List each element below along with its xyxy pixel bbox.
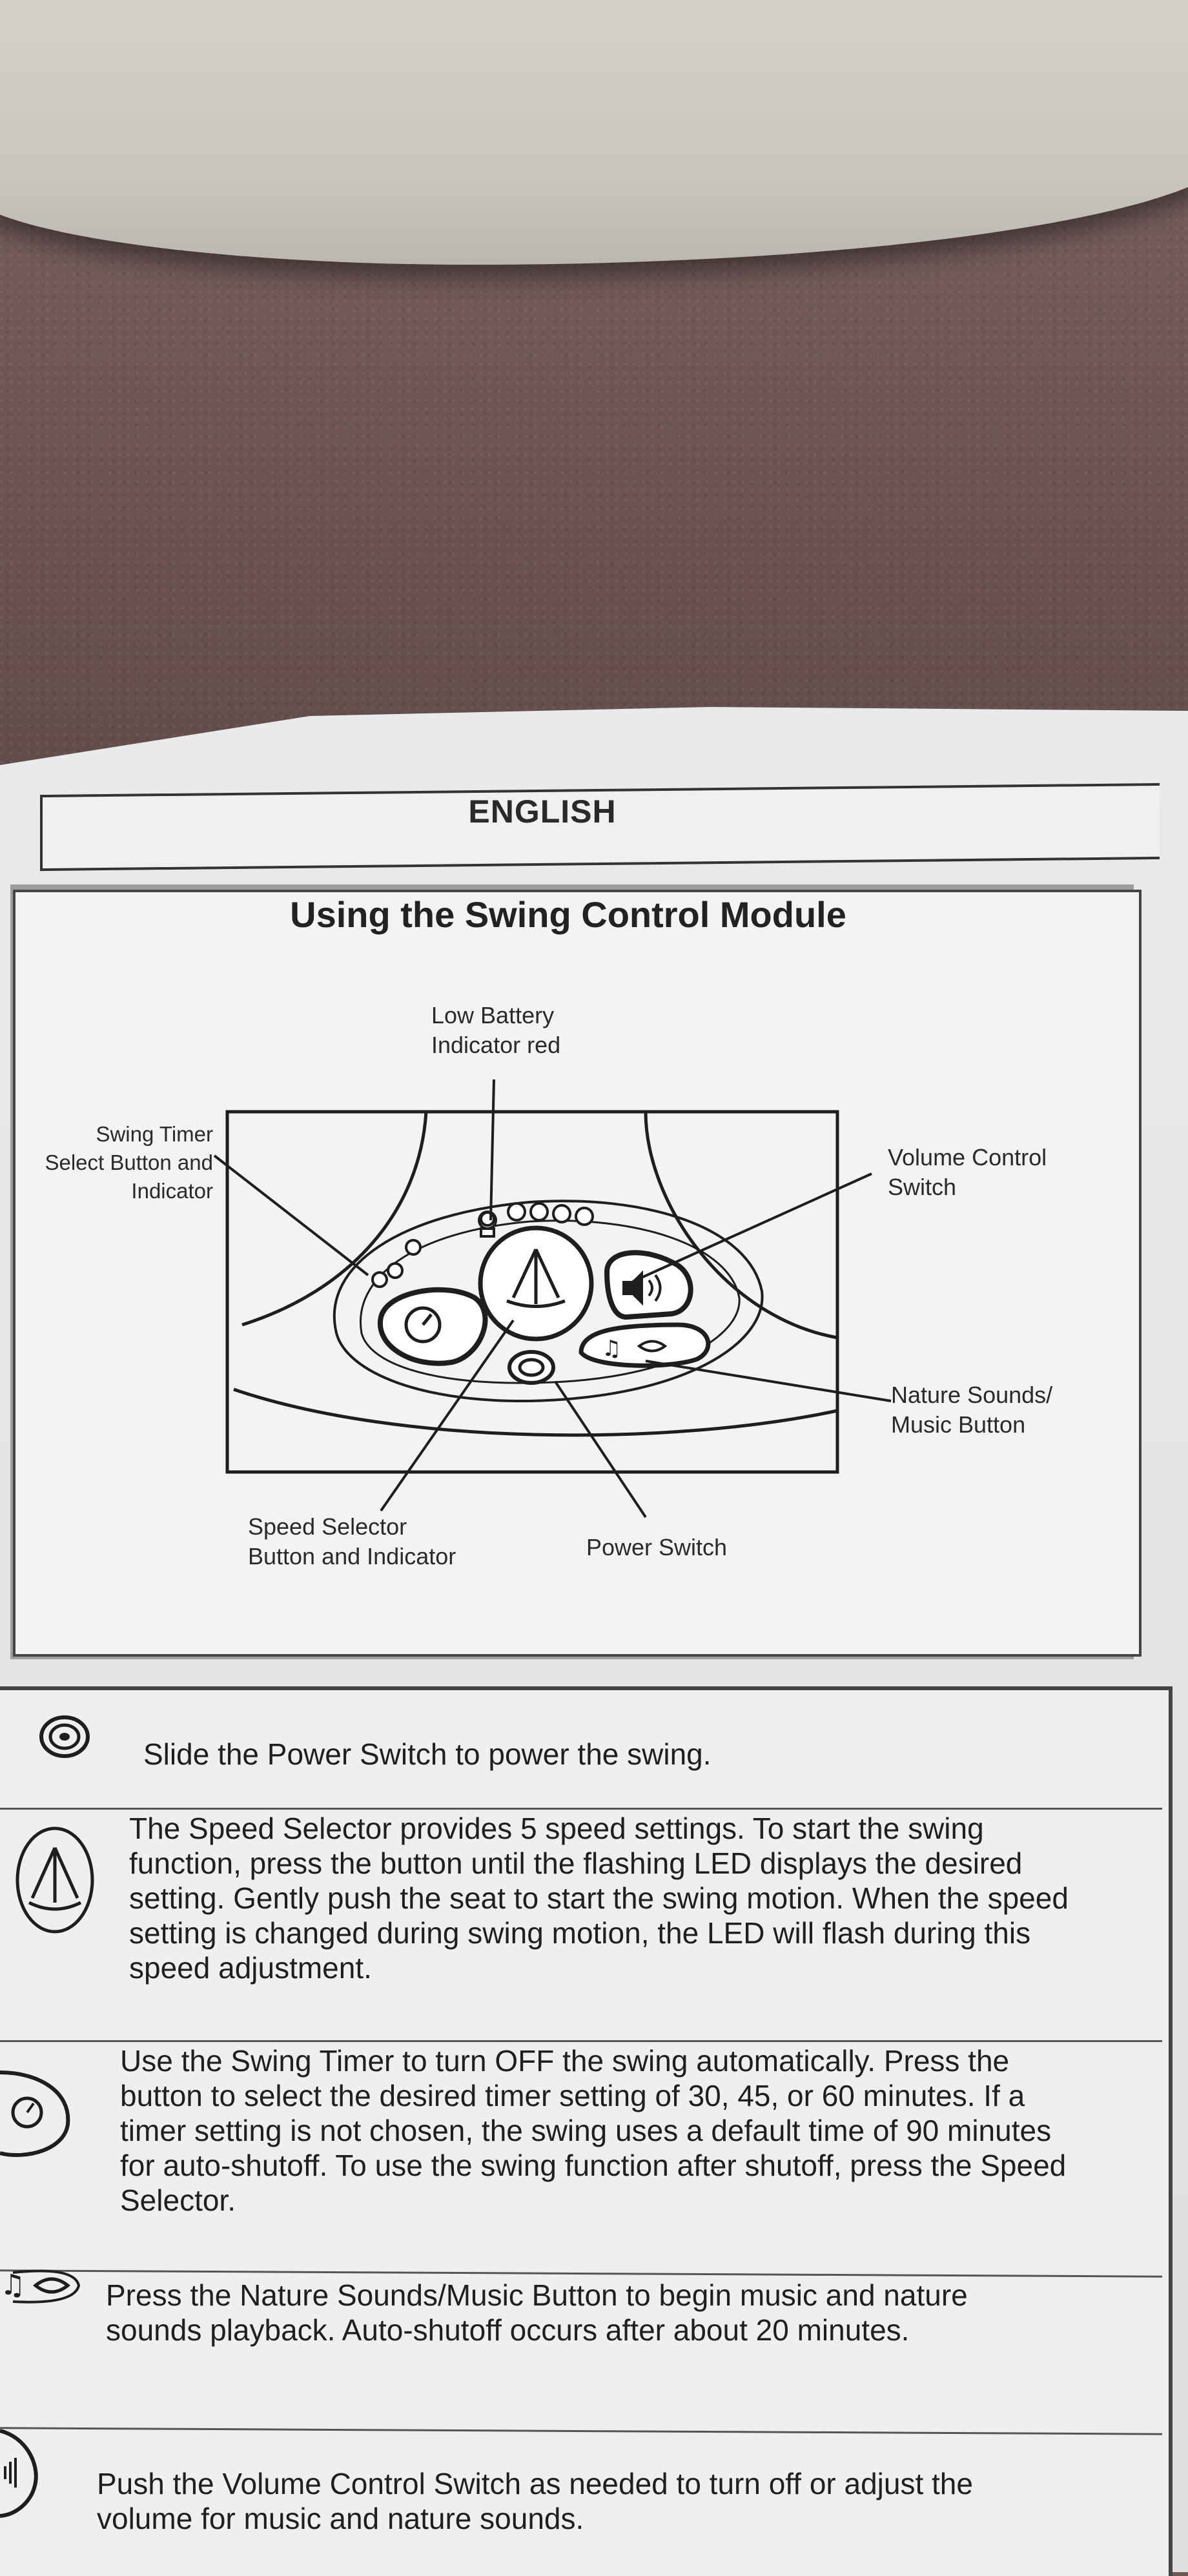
row-divider — [0, 2040, 1162, 2042]
callout-lines — [213, 1079, 892, 1518]
nature-sounds-label: Nature Sounds/ Music Button — [891, 1382, 1053, 1438]
nature-sounds-music-button: ♫ — [579, 1322, 711, 1368]
nature-sounds-music-icon: ♫ — [0, 2269, 81, 2304]
left-curve — [241, 1111, 428, 1327]
volume-icon — [0, 2429, 38, 2518]
swing-timer-button — [377, 1287, 488, 1366]
instruction-power: Slide the Power Switch to power the swin… — [143, 1737, 712, 1771]
diagram-body — [225, 1110, 839, 1474]
speed-selector-icon — [15, 1826, 94, 1934]
module-outer — [333, 1200, 764, 1403]
instruction-volume-control: Push the Volume Control Switch as needed… — [97, 2467, 973, 2535]
section-title: Using the Swing Control Module — [290, 894, 846, 935]
power-switch-label: Power Switch — [586, 1534, 728, 1560]
swing-timer-icon — [0, 2070, 70, 2157]
row-divider — [0, 1808, 1162, 1810]
instruction-nature-sounds: Press the Nature Sounds/Music Button to … — [106, 2278, 968, 2347]
speed-selector-button — [478, 1225, 594, 1342]
swing-timer-label: Swing Timer Select Button and Indicator — [45, 1122, 213, 1203]
low-battery-label: Low Battery Indicator red — [431, 1002, 561, 1058]
swing-tray — [0, 0, 1188, 265]
volume-control-switch — [604, 1250, 693, 1320]
bottom-curve — [233, 1387, 838, 1437]
timer-leds — [371, 1239, 422, 1288]
module-inner — [360, 1220, 741, 1384]
instruction-speed-selector: The Speed Selector provides 5 speed sett… — [129, 1812, 1069, 1985]
language-header: ENGLISH — [468, 793, 617, 830]
diagram-frame — [225, 1110, 839, 1474]
power-switch-icon — [39, 1715, 90, 1758]
power-switch — [507, 1350, 555, 1385]
speed-selector-label: Speed Selector Button and Indicator — [248, 1513, 456, 1569]
svg-text:♫: ♫ — [602, 1336, 621, 1362]
instruction-swing-timer: Use the Swing Timer to turn OFF the swin… — [120, 2044, 1067, 2217]
svg-text:♫: ♫ — [0, 2269, 25, 2302]
volume-control-label: Volume Control Switch — [888, 1144, 1047, 1200]
